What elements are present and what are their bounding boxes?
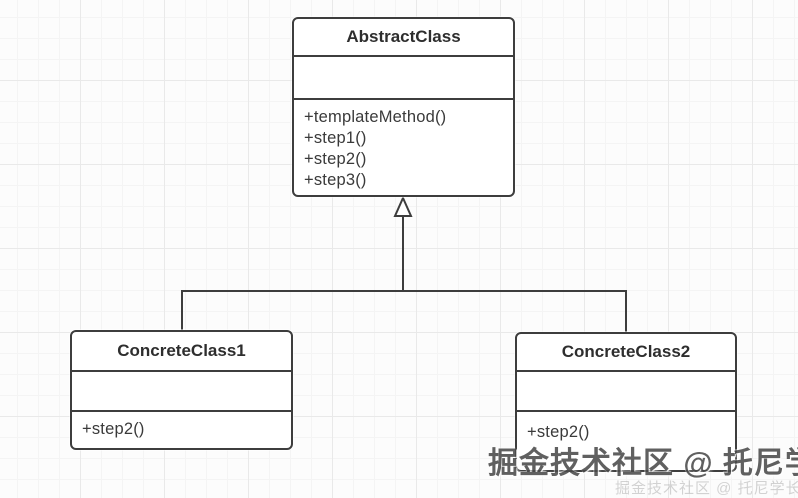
method-item: +templateMethod() (304, 108, 447, 126)
class-methods-section: +templateMethod() +step1() +step2() +ste… (294, 100, 513, 191)
class-name: AbstractClass (294, 19, 513, 57)
connector-branch-line (181, 290, 627, 332)
class-name: ConcreteClass2 (517, 334, 735, 372)
class-name: ConcreteClass1 (72, 332, 291, 372)
watermark-faint-text: 掘金技术社区 @ 托尼学长 (615, 480, 798, 497)
class-attributes-section (72, 372, 291, 412)
method-item: +step3() (304, 171, 367, 189)
class-box-concreteclass2: ConcreteClass2 +step2() (515, 332, 737, 472)
method-item: +step2() (527, 423, 590, 441)
class-methods-section: +step2() (517, 412, 735, 443)
inheritance-arrowhead-icon (393, 195, 413, 217)
class-attributes-section (294, 57, 513, 100)
class-methods-section: +step2() (72, 412, 291, 440)
class-box-abstractclass: AbstractClass +templateMethod() +step1()… (292, 17, 515, 197)
method-item: +step1() (304, 129, 367, 147)
method-item: +step2() (304, 150, 367, 168)
watermark-text: 掘金技术社区 @ 托尼学长 (488, 447, 798, 480)
method-item: +step2() (82, 420, 145, 438)
class-attributes-section (517, 372, 735, 412)
class-box-concreteclass1: ConcreteClass1 +step2() (70, 330, 293, 450)
